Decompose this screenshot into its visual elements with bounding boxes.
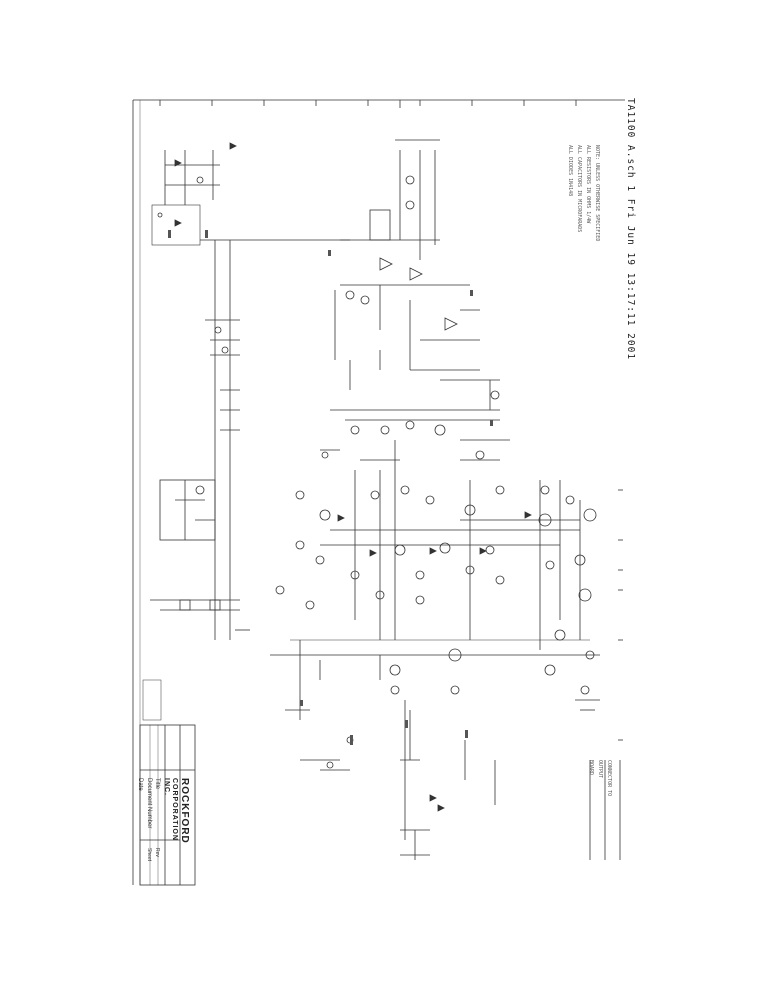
power-supply-section [151,142,350,640]
transistor-cluster [275,485,597,660]
central-bus-lines [270,470,600,656]
left-component-cluster [150,319,250,631]
upper-amplifier-section [334,139,500,410]
component-label-marks [168,230,493,745]
middle-amplifier-section [320,409,510,640]
title-block-frame [139,679,196,886]
lower-output-section [285,640,621,860]
right-ruler-ticks [618,489,623,741]
top-ruler-ticks [159,100,577,108]
